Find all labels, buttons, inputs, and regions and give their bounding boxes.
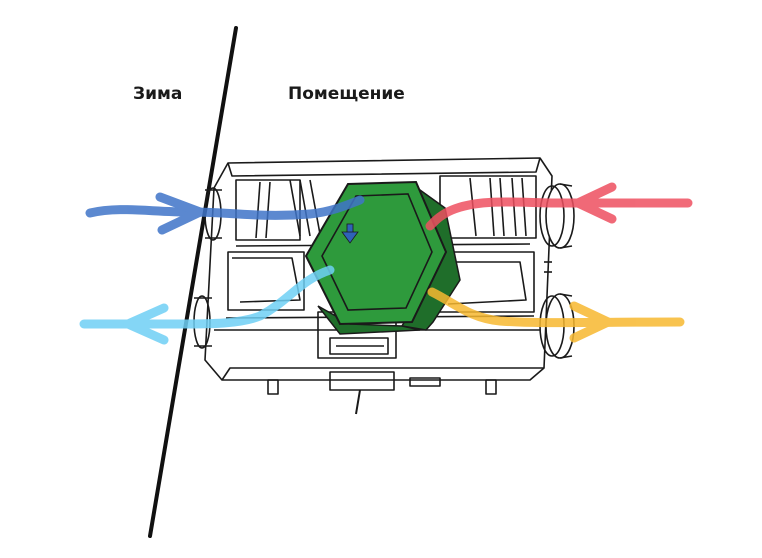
room-label: Помещение <box>288 84 405 104</box>
arrow-room-supply <box>427 287 685 343</box>
arrow-room-extract <box>425 182 693 231</box>
wall-divider-line <box>148 26 238 538</box>
winter-label: Зима <box>133 84 183 104</box>
arrow-down-icon <box>341 223 359 244</box>
arrow-outdoor-supply <box>85 192 365 235</box>
arrow-exhaust-outside <box>79 265 335 345</box>
